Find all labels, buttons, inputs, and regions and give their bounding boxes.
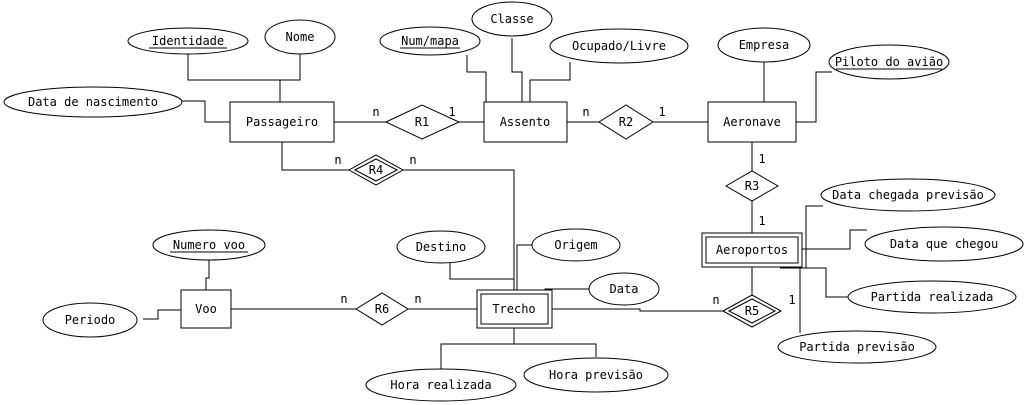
relationship-r3: R3 [724, 170, 780, 202]
relationship-r6-label: R6 [375, 302, 389, 316]
attribute-data-que-chegou: Data que chegou [864, 226, 1024, 262]
attribute-periodo: Periodo [42, 302, 138, 338]
attribute-classe-label: Classe [490, 12, 533, 26]
attribute-partida-previsao-label: Partida previsão [799, 340, 915, 354]
attribute-num-mapa-label: Num/mapa [401, 34, 459, 48]
cardinality-r5-trecho: n [712, 293, 719, 307]
attribute-data-chegada-previsao: Data chegada previsão [820, 178, 996, 212]
attribute-data-nascimento: Data de nascimento [3, 86, 183, 118]
line-hora-realizada [440, 328, 515, 370]
line-num-mapa [466, 55, 487, 102]
attribute-hora-realizada-label: Hora realizada [390, 378, 491, 392]
attribute-data-label: Data [610, 282, 639, 296]
entity-passageiro-label: Passageiro [246, 115, 318, 129]
cardinality-r4-trecho: n [409, 153, 416, 167]
attribute-identidade-label: Identidade [152, 34, 224, 48]
attribute-numero-voo: Numero voo [152, 229, 266, 261]
cardinality-r3-aeroportos: 1 [758, 214, 765, 228]
line-periodo [143, 309, 181, 320]
attribute-partida-realizada: Partida realizada [847, 280, 1017, 314]
cardinality-labels: n 1 n 1 1 1 n n n 1 n n [334, 105, 795, 307]
attribute-identidade: Identidade [127, 27, 249, 55]
cardinality-r6-trecho: n [414, 292, 421, 306]
line-trecho-r5 [552, 308, 723, 312]
attribute-origem: Origem [531, 228, 621, 262]
attribute-piloto-aviao-label: Piloto do avião [835, 55, 943, 69]
line-partida-realizada [802, 267, 849, 298]
attribute-num-mapa: Num/mapa [379, 26, 481, 56]
attribute-empresa-label: Empresa [739, 38, 790, 52]
cardinality-r3-aeronave: 1 [758, 152, 765, 166]
entity-trecho-label: Trecho [492, 302, 535, 316]
line-nome [280, 54, 301, 81]
cardinality-r4-passageiro: n [334, 153, 341, 167]
attribute-partida-previsao: Partida previsão [777, 330, 937, 364]
cardinality-r1-assento: 1 [448, 105, 455, 119]
line-destino [449, 262, 514, 280]
line-origem [516, 244, 532, 290]
attribute-partida-realizada-label: Partida realizada [871, 290, 994, 304]
line-numero-voo [205, 260, 210, 290]
relationship-r5-label: R5 [745, 304, 759, 318]
relationship-r6: R6 [355, 292, 409, 326]
relationship-r2-label: R2 [619, 115, 633, 129]
line-data-nascimento [180, 100, 230, 123]
attribute-hora-realizada: Hora realizada [365, 368, 517, 402]
line-piloto [796, 71, 832, 123]
attribute-ocupado-livre-label: Ocupado/Livre [572, 39, 666, 53]
attribute-data: Data [588, 272, 660, 306]
attribute-data-que-chegou-label: Data que chegou [890, 237, 998, 251]
line-hora-previsao [514, 343, 597, 357]
entity-aeroportos-label: Aeroportos [716, 243, 788, 257]
entity-aeroportos: Aeroportos [701, 232, 803, 268]
entity-voo-label: Voo [195, 302, 217, 316]
attribute-nome: Nome [264, 19, 336, 55]
entity-passageiro: Passageiro [229, 101, 335, 143]
attribute-hora-previsao-label: Hora previsão [549, 368, 643, 382]
entity-voo: Voo [180, 289, 232, 329]
entity-assento-label: Assento [500, 115, 551, 129]
attribute-periodo-label: Periodo [65, 313, 116, 327]
attribute-empresa: Empresa [717, 27, 811, 63]
attribute-hora-previsao: Hora previsão [523, 357, 669, 393]
line-ocupado-livre [529, 62, 571, 102]
cardinality-r5-aeroportos: 1 [788, 293, 795, 307]
relationship-r4: R4 [347, 154, 405, 186]
relationship-r2: R2 [598, 104, 654, 140]
cardinality-r2-assento: n [582, 105, 589, 119]
cardinality-r1-passageiro: n [372, 105, 379, 119]
relationship-r5: R5 [721, 294, 783, 328]
attribute-origem-label: Origem [554, 238, 597, 252]
line-data-chegada-previsao [780, 205, 823, 269]
relationship-r3-label: R3 [745, 179, 759, 193]
entity-assento: Assento [483, 101, 568, 143]
attribute-data-nascimento-label: Data de nascimento [28, 95, 158, 109]
relationship-r4-label: R4 [369, 163, 383, 177]
entity-aeronave: Aeronave [707, 101, 797, 143]
attribute-nome-label: Nome [286, 30, 315, 44]
attribute-ocupado-livre: Ocupado/Livre [549, 28, 689, 64]
attribute-classe: Classe [471, 1, 553, 37]
line-classe [511, 38, 523, 102]
relationship-r1: R1 [384, 104, 461, 140]
line-r4-trecho [403, 169, 515, 290]
line-passageiro-r4 [281, 142, 349, 171]
attribute-piloto-aviao: Piloto do avião [828, 44, 950, 80]
cardinality-r2-aeronave: 1 [658, 105, 665, 119]
entity-aeronave-label: Aeronave [723, 115, 781, 129]
line-data-que-chegou [802, 229, 867, 250]
relationship-r1-label: R1 [415, 115, 429, 129]
attribute-destino-label: Destino [416, 240, 467, 254]
attribute-numero-voo-label: Numero voo [173, 238, 245, 252]
line-identidade [187, 54, 281, 102]
attribute-destino: Destino [396, 230, 486, 264]
attribute-data-chegada-previsao-label: Data chegada previsão [832, 188, 984, 202]
entity-trecho: Trecho [476, 289, 553, 329]
cardinality-r6-voo: n [340, 292, 347, 306]
